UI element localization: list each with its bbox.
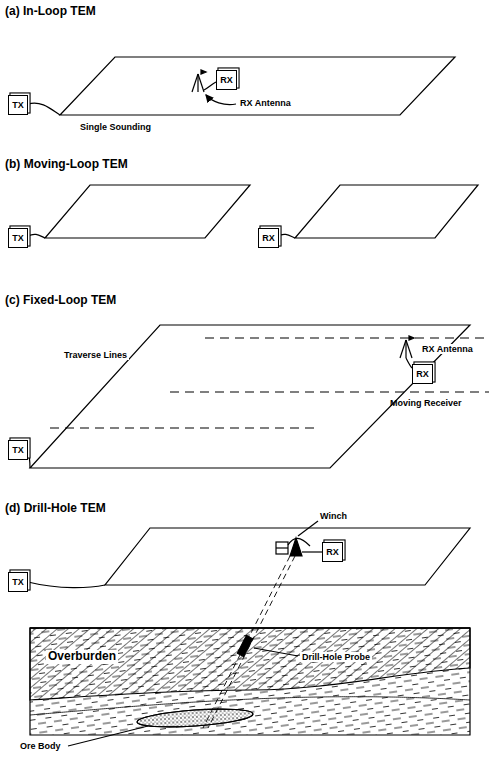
transmitter-loop (105, 528, 470, 585)
instrument-box: RX (412, 364, 433, 384)
leader-line (298, 521, 318, 536)
instrument-box: RX (322, 542, 343, 562)
rx-cable (278, 234, 295, 238)
instrument-label: RX (326, 548, 339, 557)
instrument-label: RX (262, 234, 275, 243)
instrument-box: TX (8, 228, 28, 248)
instrument-label: RX (220, 76, 233, 85)
layer-label: Overburden (46, 650, 118, 664)
winch-label: Winch (320, 511, 347, 521)
tx-cable (28, 582, 105, 588)
instrument-label: TX (12, 578, 24, 587)
tx-cable (28, 103, 60, 115)
leader-line (254, 648, 298, 656)
panel-heading: (c) Fixed-Loop TEM (5, 294, 116, 308)
rx-antenna (400, 336, 414, 358)
transmitter-loop (30, 325, 470, 468)
instrument-label: TX (12, 101, 24, 110)
tx-cable (28, 452, 30, 468)
instrument-box: TX (8, 440, 28, 460)
instrument-box: TX (8, 95, 28, 115)
line-label: Traverse Lines (62, 350, 129, 360)
instrument-box: RX (258, 228, 279, 248)
panel-heading: (a) In-Loop TEM (5, 5, 96, 19)
antenna-label: RX Antenna (238, 98, 293, 108)
leader-arrow (206, 95, 236, 105)
overburden-layer (30, 628, 470, 700)
instrument-label: TX (12, 234, 24, 243)
instrument-label: TX (12, 446, 24, 455)
rx-cable (302, 551, 322, 552)
receiver-loop (295, 185, 478, 238)
ore-label: Ore Body (20, 741, 61, 751)
ore-body (137, 706, 254, 730)
traverse-line (50, 338, 489, 428)
panel-heading: (b) Moving-Loop TEM (5, 158, 128, 172)
transmitter-loop (45, 185, 250, 238)
mode-label: Single Sounding (80, 122, 151, 132)
tx-cable (28, 234, 45, 238)
rx-antenna (192, 70, 206, 92)
instrument-label: RX (416, 370, 429, 379)
ore-body (137, 706, 254, 730)
receiver-label: Moving Receiver (390, 398, 462, 408)
instrument-box: TX (8, 572, 28, 592)
winch-symbol (276, 538, 310, 556)
antenna-label: RX Antenna (420, 344, 475, 354)
transmitter-loop (60, 57, 455, 115)
panel-heading: (d) Drill-Hole TEM (5, 502, 106, 516)
drill-hole-probe (237, 636, 252, 657)
leader-line (68, 726, 148, 746)
rx-cable (204, 82, 216, 90)
drill-hole (203, 556, 295, 728)
probe-label: Drill-Hole Probe (300, 652, 372, 662)
bedrock (30, 628, 470, 735)
instrument-box: RX (216, 70, 237, 90)
